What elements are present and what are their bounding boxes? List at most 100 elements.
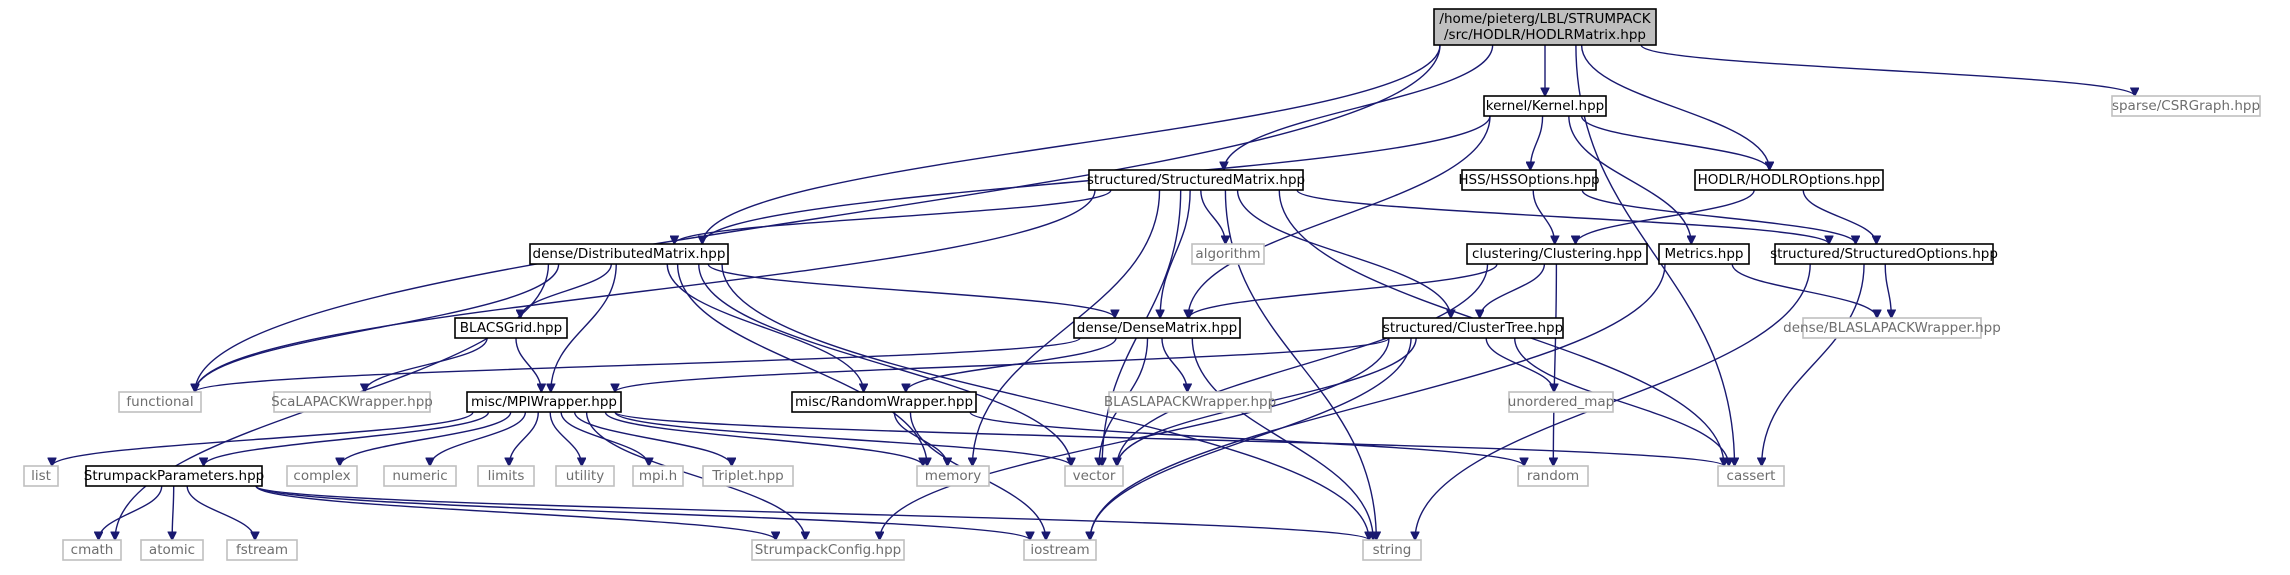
node-box-structopts: [1774, 243, 1994, 265]
node-label-randomwrapper-0: misc/RandomWrapper.hpp: [795, 394, 973, 410]
node-box-iostream: [1023, 539, 1097, 561]
node-label-root-1: /src/HODLR/HODLRMatrix.hpp: [1444, 27, 1646, 43]
edge-distmatrix-to-mpiwrapper: [551, 263, 617, 392]
node-label-functional-0: functional: [126, 394, 193, 410]
edge-clustering-to-densematrix: [1189, 263, 1498, 318]
node-mpih: mpi.h: [632, 465, 684, 487]
edge-distmatrix-to-blacsgrid: [520, 263, 612, 318]
node-limits: limits: [477, 465, 535, 487]
node-string: string: [1362, 539, 1422, 561]
node-box-blaslapackwrapper: [1802, 317, 1982, 339]
node-label-cmath-0: cmath: [71, 542, 114, 558]
edge-hssopts-to-clustering: [1532, 189, 1555, 244]
edge-clustering-to-random: [1553, 263, 1556, 466]
node-box-hodlropts: [1694, 169, 1884, 191]
edge-distmatrix-to-densematrix: [707, 263, 1115, 319]
node-label-numeric-0: numeric: [392, 468, 447, 484]
edge-mpiwrapper-to-limits: [509, 411, 539, 466]
edge-densematrix-to-functional: [195, 337, 1081, 393]
edge-structopts-to-cassert: [1762, 263, 1865, 466]
node-csrgraph: sparse/CSRGraph.hpp: [2111, 95, 2261, 117]
edge-strumpackparams-to-string: [255, 485, 1369, 540]
node-label-algorithm-0: algorithm: [1195, 246, 1260, 262]
node-box-structmatrix: [1088, 169, 1304, 191]
node-label-distmatrix-0: dense/DistributedMatrix.hpp: [533, 246, 726, 262]
edge-root-to-functional: [195, 44, 1441, 392]
edge-kernel-to-hssopts: [1530, 115, 1544, 170]
node-label-clustertree-0: structured/ClusterTree.hpp: [1383, 320, 1563, 336]
edge-hodlropts-to-structopts: [1802, 189, 1876, 244]
edge-structmatrix-to-densematrix: [1160, 189, 1191, 318]
node-label-vector-0: vector: [1073, 468, 1116, 484]
node-label-blaslapack-0: BLASLAPACKWrapper.hpp: [1104, 394, 1276, 410]
node-strumpackparams[interactable]: StrumpackParameters.hpp: [84, 465, 264, 487]
node-mpiwrapper[interactable]: misc/MPIWrapper.hpp: [466, 391, 622, 413]
node-box-utility: [555, 465, 615, 487]
node-label-complex-0: complex: [293, 468, 350, 484]
node-box-densematrix: [1073, 317, 1241, 339]
node-blaslapackwrapper: dense/BLASLAPACKWrapper.hpp: [1783, 317, 2001, 339]
node-scalapack: ScaLAPACKWrapper.hpp: [271, 391, 433, 413]
node-box-cmath: [62, 539, 122, 561]
edge-clustering-to-vector: [1117, 263, 1489, 466]
node-blacsgrid[interactable]: BLACSGrid.hpp: [454, 317, 568, 339]
edge-root-to-structmatrix: [1224, 44, 1494, 170]
node-hodlropts[interactable]: HODLR/HODLROptions.hpp: [1694, 169, 1884, 191]
node-box-kernel: [1483, 95, 1607, 117]
edge-hssopts-to-structopts: [1581, 189, 1855, 244]
node-label-structmatrix-0: structured/StructuredMatrix.hpp: [1087, 172, 1305, 188]
edge-mpiwrapper-to-triplet: [573, 411, 732, 466]
node-memory: memory: [916, 465, 990, 487]
node-structmatrix[interactable]: structured/StructuredMatrix.hpp: [1087, 169, 1305, 191]
node-utility: utility: [555, 465, 615, 487]
edge-structmatrix-to-clustertree: [1236, 189, 1451, 318]
node-label-triplet-0: Triplet.hpp: [711, 468, 783, 484]
node-randomwrapper[interactable]: misc/RandomWrapper.hpp: [791, 391, 977, 413]
node-label-strumpackparams-0: StrumpackParameters.hpp: [84, 468, 264, 484]
edge-structopts-to-blaslapackwrapper: [1884, 263, 1891, 318]
node-fstream: fstream: [226, 539, 298, 561]
node-box-fstream: [226, 539, 298, 561]
edge-mpiwrapper-to-strumpackparams: [204, 411, 490, 466]
node-box-clustertree: [1382, 317, 1564, 339]
edge-mpiwrapper-to-cassert: [614, 411, 1724, 466]
node-box-scalapack: [273, 391, 431, 413]
node-label-string-0: string: [1373, 542, 1412, 558]
node-label-unorderedmap-0: unordered_map: [1508, 394, 1614, 410]
edge-clustertree-to-mpiwrapper: [615, 337, 1390, 393]
node-box-random: [1517, 465, 1589, 487]
node-box-cassert: [1717, 465, 1785, 487]
node-box-complex: [286, 465, 358, 487]
nodes-layer: /home/pieterg/LBL/STRUMPACK/src/HODLR/HO…: [23, 8, 2261, 561]
node-box-csrgraph: [2111, 95, 2261, 117]
edge-clustering-to-clustertree: [1480, 263, 1546, 318]
node-label-mpiwrapper-0: misc/MPIWrapper.hpp: [471, 394, 617, 410]
node-root[interactable]: /home/pieterg/LBL/STRUMPACK/src/HODLR/HO…: [1433, 8, 1657, 46]
edge-distmatrix-to-functional: [195, 263, 560, 392]
node-clustering[interactable]: clustering/Clustering.hpp: [1466, 243, 1648, 265]
edge-strumpackparams-to-strumpackconfig: [255, 485, 776, 541]
node-box-algorithm: [1191, 243, 1265, 265]
node-label-densematrix-0: dense/DenseMatrix.hpp: [1077, 320, 1237, 336]
node-box-mpih: [632, 465, 684, 487]
node-cmath: cmath: [62, 539, 122, 561]
node-triplet: Triplet.hpp: [702, 465, 794, 487]
node-vector: vector: [1064, 465, 1124, 487]
edge-distmatrix-to-vector: [698, 263, 1071, 466]
edge-metrics-to-iostream: [1090, 263, 1666, 540]
node-label-clustering-0: clustering/Clustering.hpp: [1472, 246, 1642, 262]
edge-mpiwrapper-to-vector: [614, 411, 1071, 467]
edge-structmatrix-to-distmatrix: [674, 189, 1112, 245]
node-distmatrix[interactable]: dense/DistributedMatrix.hpp: [529, 243, 729, 265]
node-hssopts[interactable]: HSS/HSSOptions.hpp: [1458, 169, 1600, 191]
node-clustertree[interactable]: structured/ClusterTree.hpp: [1382, 317, 1564, 339]
node-label-scalapack-0: ScaLAPACKWrapper.hpp: [271, 394, 433, 410]
node-label-fstream-0: fstream: [236, 542, 288, 558]
node-densematrix[interactable]: dense/DenseMatrix.hpp: [1073, 317, 1241, 339]
node-kernel[interactable]: kernel/Kernel.hpp: [1483, 95, 1607, 117]
node-structopts[interactable]: structured/StructuredOptions.hpp: [1770, 243, 1998, 265]
node-metrics[interactable]: Metrics.hpp: [1658, 243, 1750, 265]
edge-root-to-distmatrix: [702, 44, 1441, 244]
